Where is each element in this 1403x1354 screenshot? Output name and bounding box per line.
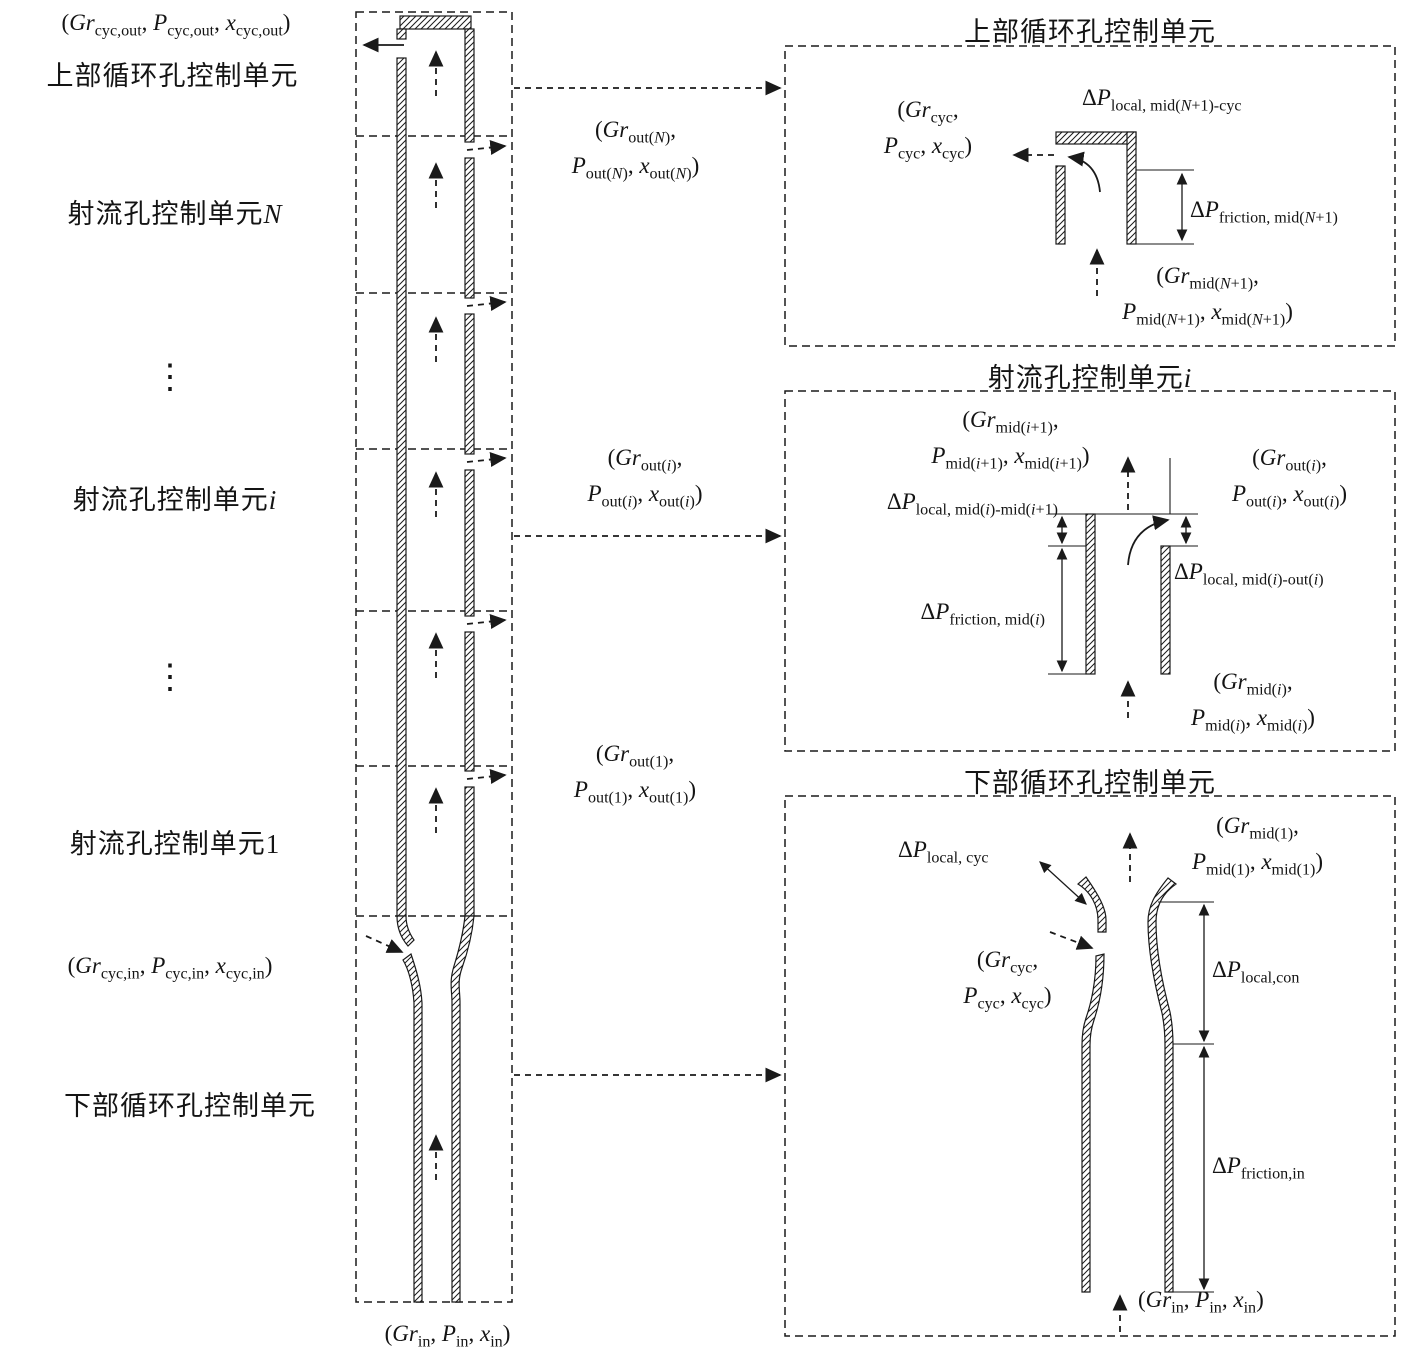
label-out-N-state: (Grout(N),Pout(N), xout(N)): [571, 117, 700, 183]
label-jet-dp-friction: ΔPfriction, mid(i): [920, 599, 1045, 629]
label-cyc-out-state: (Grcyc,out, Pcyc,out, xcyc,out): [61, 10, 291, 40]
label-jet-dp-local-mid: ΔPlocal, mid(i)-mid(i+1): [886, 489, 1058, 519]
label-upper-mid-state: (Grmid(N+1),Pmid(N+1), xmid(N+1)): [1122, 263, 1293, 329]
label-lower-mid1-state: (Grmid(1),Pmid(1), xmid(1)): [1191, 813, 1324, 879]
cyc-in-arrow: [365, 935, 404, 953]
label-unit-upper: 上部循环孔控制单元: [46, 61, 299, 91]
detail-lower-dashed-box: [784, 795, 1396, 1337]
detail-lower-right-wall: [1147, 877, 1178, 1293]
left-wall-segment: [396, 57, 407, 917]
label-lower-cyc-state: (Grcyc,Pcyc, xcyc): [963, 947, 1052, 1013]
label-out-1-state: (Grout(1),Pout(1), xout(1)): [573, 741, 697, 807]
label-upper-dp-friction: ΔPfriction, mid(N+1): [1190, 197, 1338, 227]
detail-lower-geometry: [784, 795, 1396, 1337]
nozzle-right-wall: [450, 915, 475, 1303]
label-jet-mid-state: (Grmid(i),Pmid(i), xmid(i)): [1191, 669, 1315, 735]
unit-boundary-boxes: [355, 11, 513, 1303]
detail-connectors: [514, 80, 782, 1083]
label-out-i-state: (Grout(i),Pout(i), xout(i)): [587, 445, 703, 511]
detail-upper-right-wall: [1126, 131, 1137, 245]
jet-out-arrow-i: [466, 452, 507, 468]
label-unit-jet-N: 射流孔控制单元N: [67, 199, 283, 229]
local-cyc-dimension-arrow: [1039, 861, 1087, 905]
label-jet-mid-next-state: (Grmid(i+1),Pmid(i+1), xmid(i+1)): [931, 407, 1090, 473]
left-wall-segment: [396, 28, 407, 40]
jet-out-arrow: [466, 614, 507, 630]
right-wall-segment: [464, 313, 475, 455]
detail-upper-top-cap: [1055, 131, 1137, 145]
right-wall-segment: [464, 631, 475, 772]
detail-jet-exit-flow-arrow: [1127, 515, 1170, 566]
jet-out-arrow-1: [466, 769, 507, 785]
label-lower-in-state: (Grin, Pin, xin): [1138, 1287, 1264, 1317]
label-inlet-state: (Grin, Pin, xin): [384, 1321, 511, 1351]
label-lower-dp-friction-in: ΔPfriction,in: [1212, 1153, 1305, 1183]
label-unit-lower: 下部循环孔控制单元: [64, 1091, 316, 1121]
label-cyc-in-state: (Grcyc,in, Pcyc,in, xcyc,in): [67, 953, 273, 983]
detail-lower-title: 下部循环孔控制单元: [964, 768, 1216, 798]
detail-jet-dashed-box: [784, 390, 1396, 752]
right-wall-segment: [464, 28, 475, 143]
assembly-dashed-outline: [355, 11, 513, 1303]
detail-lower-left-wall-upper: [1076, 876, 1107, 933]
label-upper-dp-local: ΔPlocal, mid(N+1)-cyc: [1082, 85, 1242, 115]
nozzle-left-wall-upper: [396, 915, 415, 947]
label-unit-jet-1: 射流孔控制单元1: [69, 829, 281, 859]
vertical-ellipsis: ⋮: [153, 659, 187, 696]
vertical-ellipsis: ⋮: [153, 359, 187, 396]
detail-lower-left-wall-lower: [1081, 953, 1105, 1293]
detail-jet-left-wall: [1085, 513, 1096, 675]
label-lower-dp-local-cyc: ΔPlocal, cyc: [898, 837, 989, 867]
right-wall-segment: [464, 157, 475, 299]
detail-upper-geometry: [784, 45, 1396, 347]
detail-upper-turning-flow-arrow: [1067, 151, 1101, 193]
label-unit-jet-i: 射流孔控制单元i: [72, 485, 278, 515]
detail-lower-cyc-in-arrow: [1049, 931, 1094, 950]
detail-upper-title: 上部循环孔控制单元: [964, 17, 1216, 47]
detail-jet-right-wall: [1160, 545, 1171, 675]
label-jet-out-state: (Grout(i),Pout(i), xout(i)): [1231, 445, 1347, 511]
label-upper-cyc-state: (Grcyc,Pcyc, xcyc): [883, 97, 973, 163]
nozzle-left-wall-lower: [402, 953, 423, 1303]
detail-upper-dashed-box: [784, 45, 1396, 347]
jet-out-arrow: [466, 296, 507, 312]
channel-top-cap: [399, 15, 472, 30]
main-channel-walls: [396, 15, 475, 1303]
detail-jet-title: 射流孔控制单元i: [987, 363, 1193, 393]
right-wall-segment: [464, 469, 475, 617]
jet-out-arrow-N: [466, 140, 507, 156]
detail-upper-left-wall: [1055, 165, 1066, 245]
label-lower-dp-local-con: ΔPlocal,con: [1212, 957, 1300, 987]
label-jet-dp-local-out: ΔPlocal, mid(i)-out(i): [1174, 559, 1324, 589]
main-flow-arrows: [362, 37, 507, 1180]
detail-jet-geometry: [784, 390, 1396, 752]
right-wall-segment: [464, 786, 475, 917]
